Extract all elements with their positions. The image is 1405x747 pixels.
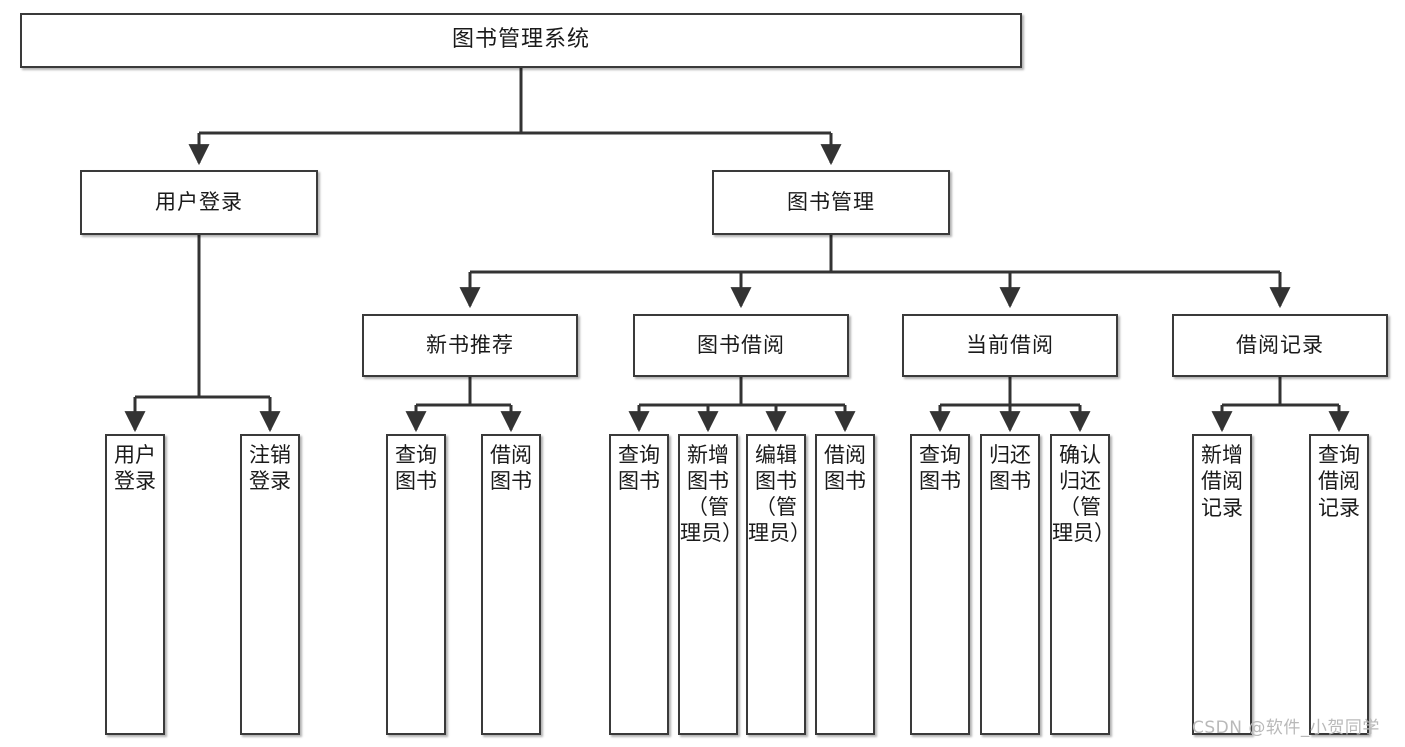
node-label: 图书管理 [787, 189, 875, 214]
node-label: 图书借阅 [697, 332, 785, 357]
node-book-management[interactable]: 图书管理 [712, 170, 950, 235]
node-label: 确认归还（管理员） [1052, 443, 1115, 546]
leaf-new-book-query-book[interactable]: 查询图书 [386, 434, 446, 735]
node-label: 新增图书（管理员） [680, 443, 743, 546]
node-user-login[interactable]: 用户登录 [80, 170, 318, 235]
node-label: 新书推荐 [426, 332, 514, 357]
node-label: 查询借阅记录 [1318, 443, 1360, 520]
node-label: 借阅记录 [1236, 332, 1324, 357]
node-label: 归还图书 [989, 443, 1031, 494]
leaf-book-borrow-edit-book-admin[interactable]: 编辑图书（管理员） [746, 434, 811, 735]
node-label: 编辑图书（管理员） [748, 443, 811, 546]
leaf-borrow-record-query-record[interactable]: 查询借阅记录 [1309, 434, 1369, 735]
node-label: 图书管理系统 [451, 27, 590, 53]
node-label: 查询图书 [395, 443, 437, 494]
leaf-book-borrow-query-book[interactable]: 查询图书 [609, 434, 669, 735]
node-label: 用户登录 [114, 443, 156, 494]
leaf-book-borrow-add-book-admin[interactable]: 新增图书（管理员） [678, 434, 743, 735]
node-root-book-management-system[interactable]: 图书管理系统 [20, 13, 1022, 68]
leaf-user-login-login[interactable]: 用户登录 [105, 434, 165, 735]
node-label: 查询图书 [919, 443, 961, 494]
csdn-watermark: CSDN @软件_小贺同学 [1192, 718, 1380, 738]
leaf-borrow-record-add-record[interactable]: 新增借阅记录 [1192, 434, 1252, 735]
node-current-borrow[interactable]: 当前借阅 [902, 314, 1118, 377]
node-label: 借阅图书 [824, 443, 866, 494]
node-label: 查询图书 [618, 443, 660, 494]
node-label: 借阅图书 [490, 443, 532, 494]
leaf-book-borrow-borrow-book[interactable]: 借阅图书 [815, 434, 875, 735]
node-borrow-record[interactable]: 借阅记录 [1172, 314, 1388, 377]
node-new-book-recommend[interactable]: 新书推荐 [362, 314, 578, 377]
node-label: 新增借阅记录 [1201, 443, 1243, 520]
leaf-current-borrow-confirm-return-admin[interactable]: 确认归还（管理员） [1050, 434, 1115, 735]
leaf-current-borrow-query-book[interactable]: 查询图书 [910, 434, 970, 735]
node-label: 当前借阅 [966, 332, 1054, 357]
node-label: 注销登录 [249, 443, 291, 494]
leaf-current-borrow-return-book[interactable]: 归还图书 [980, 434, 1040, 735]
node-label: 用户登录 [155, 189, 243, 214]
leaf-user-login-logout[interactable]: 注销登录 [240, 434, 300, 735]
node-book-borrow[interactable]: 图书借阅 [633, 314, 849, 377]
leaf-new-book-borrow-book[interactable]: 借阅图书 [481, 434, 541, 735]
